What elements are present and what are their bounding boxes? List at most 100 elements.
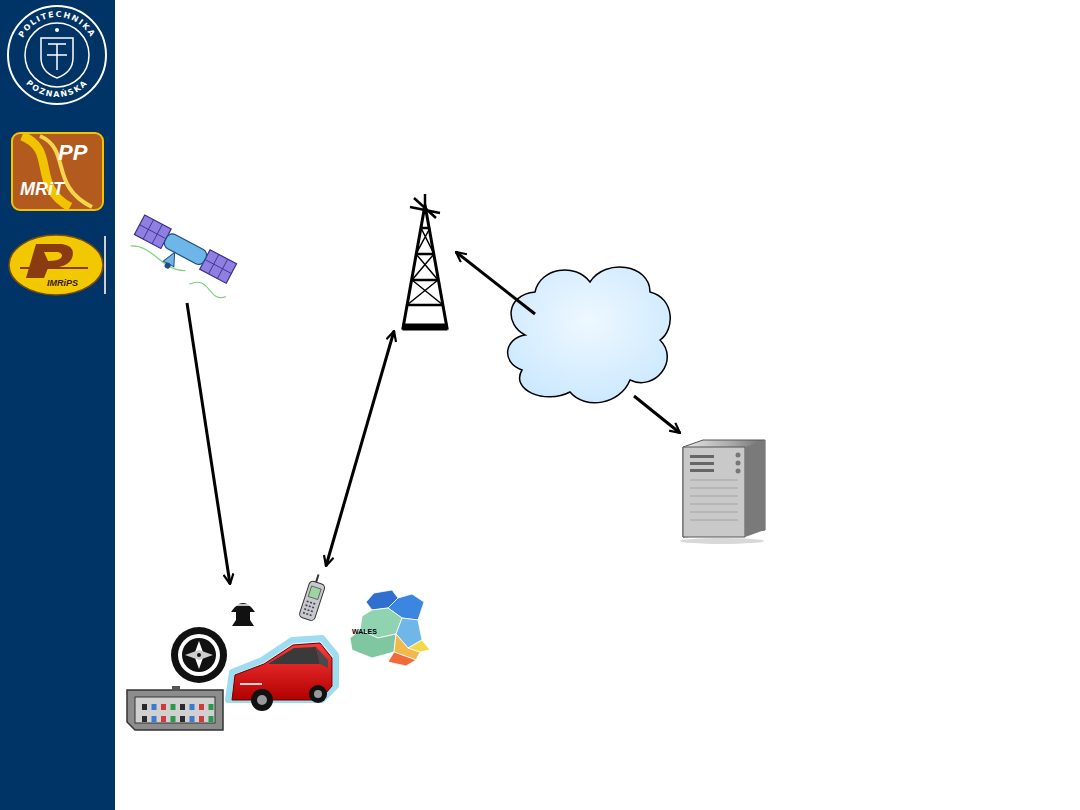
satellite-icon-part — [162, 232, 208, 267]
obd-connector-part-part — [209, 704, 214, 710]
mobile-phone-part — [303, 601, 316, 616]
obd-connector-part-part — [142, 716, 147, 722]
logo-text: MRiT — [20, 180, 64, 198]
obd-connector-part-part — [161, 704, 166, 710]
car-icon-part — [314, 690, 322, 698]
imrips-logo-part — [44, 252, 62, 261]
obd-connector-part-part — [209, 716, 214, 722]
imrips-logo-part — [26, 244, 73, 278]
radio-tower-part — [403, 324, 447, 330]
university-logo-part — [8, 6, 106, 104]
gps-receiver-part — [232, 620, 254, 626]
logo-text: PP — [58, 142, 87, 164]
compass-icon-part — [171, 627, 227, 683]
wales-map-part — [408, 640, 430, 652]
car-icon-part — [232, 643, 332, 700]
obd-connector-part — [127, 690, 223, 730]
logo-text: IMRiPS — [47, 279, 78, 288]
compass-icon — [171, 627, 227, 683]
university-logo-part — [55, 28, 59, 32]
logo-arc-text-part: POZNAŃSKA — [24, 78, 89, 99]
car-icon-part — [240, 683, 262, 685]
mrit-logo — [12, 133, 103, 210]
car-icon-part — [268, 647, 320, 664]
arrows-part — [187, 303, 230, 584]
car-icon-part — [251, 689, 273, 711]
imrips-logo — [9, 235, 106, 295]
server-icon-part — [736, 469, 741, 474]
mrit-logo-part — [12, 133, 103, 210]
server-icon-part — [683, 447, 745, 537]
car-icon-part — [257, 695, 267, 705]
logo-arc-text-part: POLITECHNIKA — [17, 10, 97, 39]
obd-connector-part-part — [180, 704, 185, 710]
obd-connector-part-part — [199, 716, 204, 722]
map-label: WALES — [352, 628, 377, 635]
server-icon-part — [690, 462, 714, 465]
server-icon-part — [680, 538, 764, 544]
university-logo-part — [47, 44, 67, 70]
gps-receiver-part — [236, 612, 250, 620]
server-icon-part — [736, 461, 741, 466]
obd-connector-part-part — [152, 704, 157, 710]
arrows-part — [326, 331, 394, 566]
server-icon-part — [745, 440, 765, 537]
obd-connector-part-part — [199, 704, 204, 710]
obd-connector-part-part — [171, 716, 176, 722]
obd-connector-part-part — [190, 716, 195, 722]
imrips-logo-part — [104, 236, 106, 294]
arrows-part — [634, 396, 680, 433]
server-icon-part — [690, 480, 738, 520]
wales-map — [350, 590, 430, 666]
university-logo-part — [41, 38, 73, 78]
obd-connector-part-part — [180, 716, 185, 722]
obd-connector-part — [135, 697, 215, 723]
imrips-logo-part — [20, 267, 88, 269]
radio-tower-part — [407, 228, 443, 305]
obd-connector — [127, 686, 223, 730]
network-cloud — [508, 267, 671, 403]
car-icon-part — [228, 638, 336, 700]
radio-tower — [403, 194, 447, 330]
obd-connector-part-part — [171, 704, 176, 710]
compass-icon-part — [185, 650, 213, 660]
server-icon-part — [683, 440, 765, 537]
server-icon-part — [690, 455, 714, 458]
compass-icon-part — [182, 638, 216, 672]
arrows-part — [456, 252, 535, 314]
gps-receiver-part — [236, 604, 250, 606]
satellite-icon-part — [164, 262, 172, 270]
server-icon-part — [736, 453, 741, 458]
car-icon-part — [316, 647, 328, 668]
server-icon-part — [690, 469, 714, 472]
compass-icon-part — [178, 634, 220, 676]
obd-connector-part — [172, 686, 180, 691]
radio-tower-part — [403, 205, 447, 328]
gps-receiver — [231, 603, 255, 626]
radio-tower-part — [410, 194, 440, 218]
sidebar — [0, 0, 115, 810]
server-icon — [680, 440, 765, 544]
mobile-phone-part — [308, 586, 321, 600]
mobile-phone — [299, 573, 328, 622]
university-logo-part: POLITECHNIKA POZNAŃSKA — [17, 10, 97, 99]
logo-arc-text: POLITECHNIKA — [17, 10, 97, 39]
obd-connector-part-part — [152, 716, 157, 722]
car-icon-part — [309, 685, 327, 703]
obd-connector-part-part — [190, 704, 195, 710]
university-logo-part — [25, 23, 89, 87]
radio-tower-part — [407, 228, 443, 305]
arrows — [187, 252, 680, 584]
satellite-icon-part — [190, 278, 227, 302]
gps-receiver-part — [231, 603, 255, 612]
wales-map-part — [388, 652, 416, 666]
satellite-icon — [126, 215, 242, 302]
obd-connector-part-part — [161, 716, 166, 722]
obd-connector-part — [142, 704, 214, 722]
university-logo: POLITECHNIKA POZNAŃSKA — [8, 6, 106, 104]
car-icon — [228, 638, 336, 711]
logo-arc-text: POZNAŃSKA — [24, 78, 89, 99]
imrips-logo-part — [9, 235, 103, 295]
